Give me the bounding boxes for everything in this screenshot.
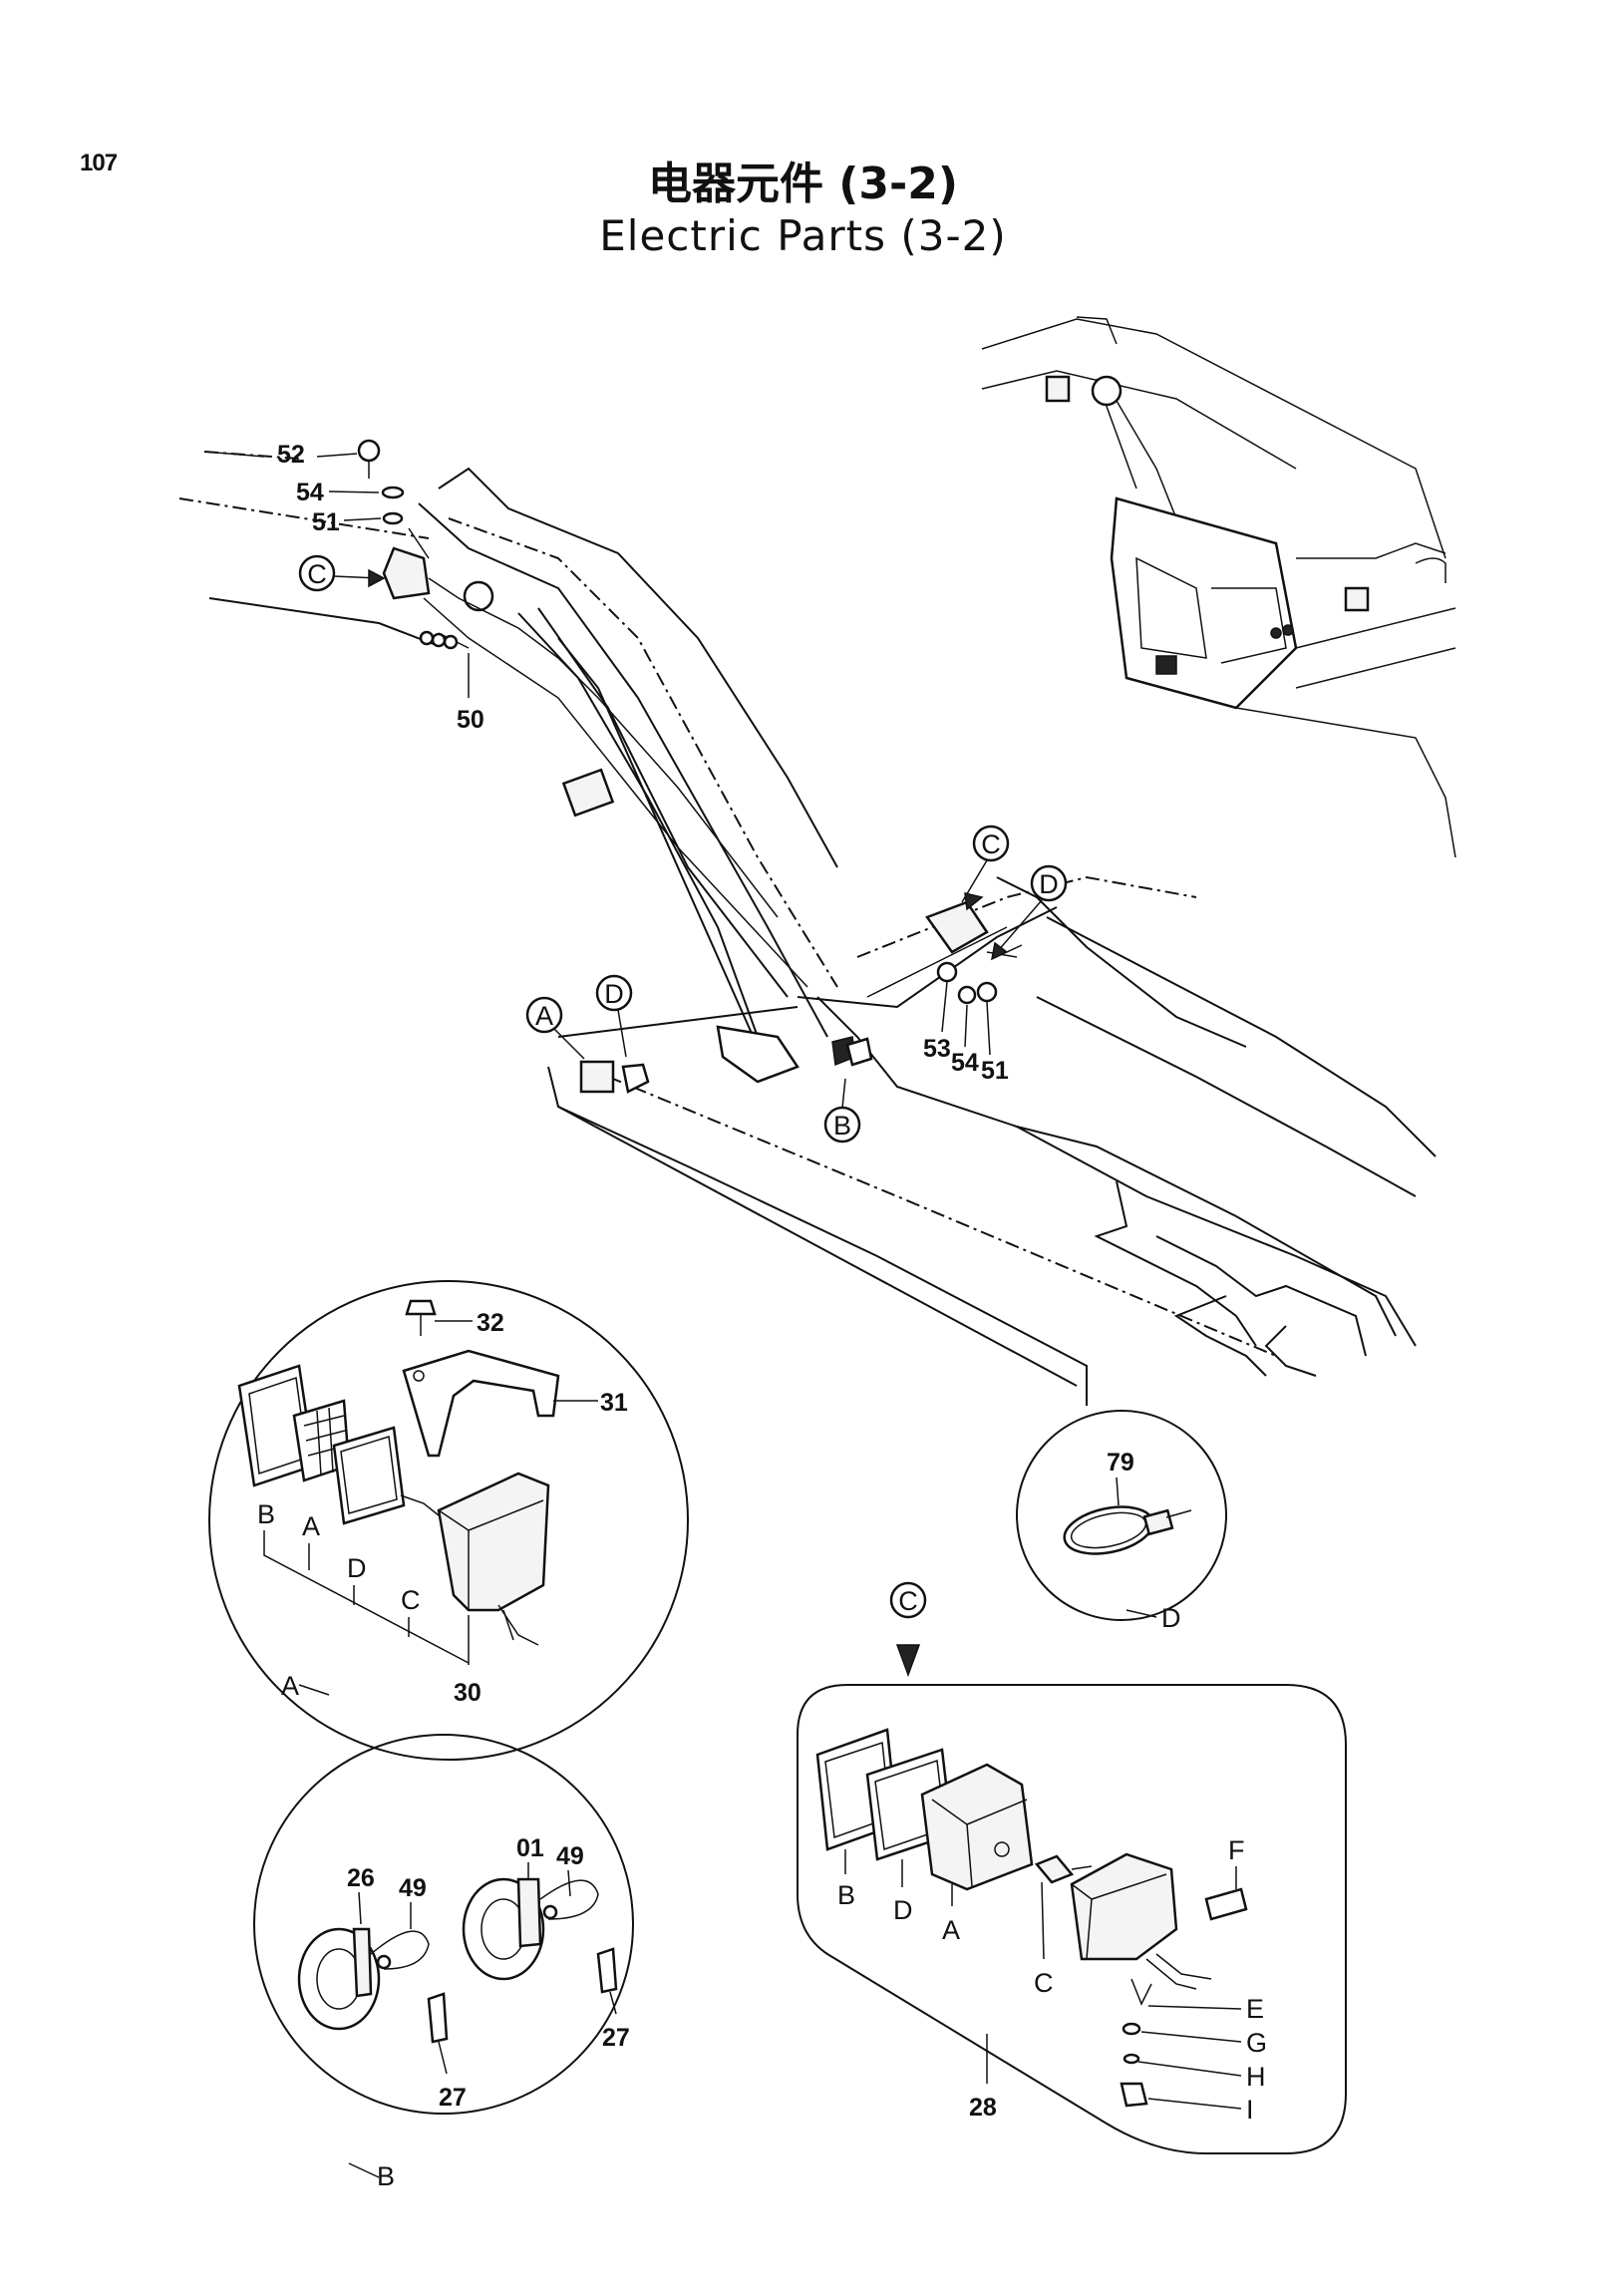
callout-51: 51 — [312, 508, 340, 536]
detail-d-view-label: D — [1161, 1603, 1181, 1633]
callout-54: 54 — [296, 479, 324, 506]
detail-a-callout-32: 32 — [477, 1309, 504, 1337]
callout-53: 53 — [923, 1035, 951, 1063]
excavator-overview — [981, 316, 1456, 858]
detail-a-callout-31: 31 — [600, 1389, 628, 1417]
detail-b-callout-27-left: 27 — [439, 2084, 467, 2112]
ref-c2-circle-label: C — [307, 559, 327, 589]
detail-a-label-d: D — [347, 1553, 367, 1583]
top-left-callouts: 52 54 51 50 — [203, 441, 484, 734]
detail-d-tie-band: 79 D — [1016, 1410, 1227, 1633]
detail-c-callout-28: 28 — [969, 2094, 997, 2122]
detail-a-label-b: B — [257, 1499, 275, 1529]
detail-a-view-label: A — [281, 1671, 299, 1701]
detail-b-callout-26: 26 — [347, 1864, 375, 1892]
title-chinese: 电器元件 (3-2) — [647, 159, 959, 209]
callout-50: 50 — [457, 706, 484, 734]
detail-b-horns: 26 49 01 49 27 27 B — [253, 1734, 634, 2191]
detail-c-label-h: H — [1246, 2062, 1266, 2092]
ref-d-circle-label: D — [604, 979, 624, 1009]
detail-a-label-a: A — [302, 1511, 320, 1541]
ref-b-circle-label: B — [833, 1111, 851, 1141]
page-number: 107 — [80, 150, 118, 176]
detail-b-callout-49-left: 49 — [399, 1874, 427, 1902]
detail-b-callout-27-right: 27 — [602, 2024, 630, 2052]
detail-c-label-b: B — [837, 1880, 855, 1910]
ref-c-circle-label: C — [981, 829, 1001, 859]
detail-c-label-f: F — [1228, 1835, 1245, 1865]
detail-c-cab-lamp: C F — [797, 1581, 1347, 2154]
ref-a-circle-label: A — [535, 1001, 553, 1031]
callout-51-right: 51 — [981, 1057, 1009, 1085]
detail-c-label-e: E — [1246, 1994, 1264, 2024]
detail-b-callout-49-right: 49 — [556, 1842, 584, 1870]
right-assembly-callouts: 53 54 51 — [923, 981, 1009, 1085]
detail-c-label-g: G — [1246, 2028, 1267, 2058]
ref-d2-circle-label: D — [1039, 869, 1059, 899]
detail-c-label-i: I — [1246, 2095, 1254, 2125]
detail-c-label-a: A — [942, 1915, 960, 1945]
title-english: Electric Parts (3-2) — [599, 211, 1007, 260]
detail-b-view-label: B — [377, 2161, 395, 2191]
callout-52: 52 — [277, 441, 305, 469]
detail-a-callout-30: 30 — [454, 1679, 482, 1707]
callout-54-right: 54 — [951, 1049, 979, 1077]
detail-c-label-d: D — [893, 1895, 913, 1925]
detail-c-ref-label: C — [898, 1586, 918, 1616]
boom-and-frame: A D B C D C — [178, 439, 1437, 1406]
detail-b-callout-01: 01 — [516, 1834, 544, 1862]
detail-c-label-c: C — [1034, 1968, 1054, 1998]
detail-d-callout-79: 79 — [1107, 1449, 1134, 1476]
detail-a-label-c: C — [401, 1585, 421, 1615]
detail-a-work-lamp: 32 31 B A D C — [208, 1280, 689, 1761]
